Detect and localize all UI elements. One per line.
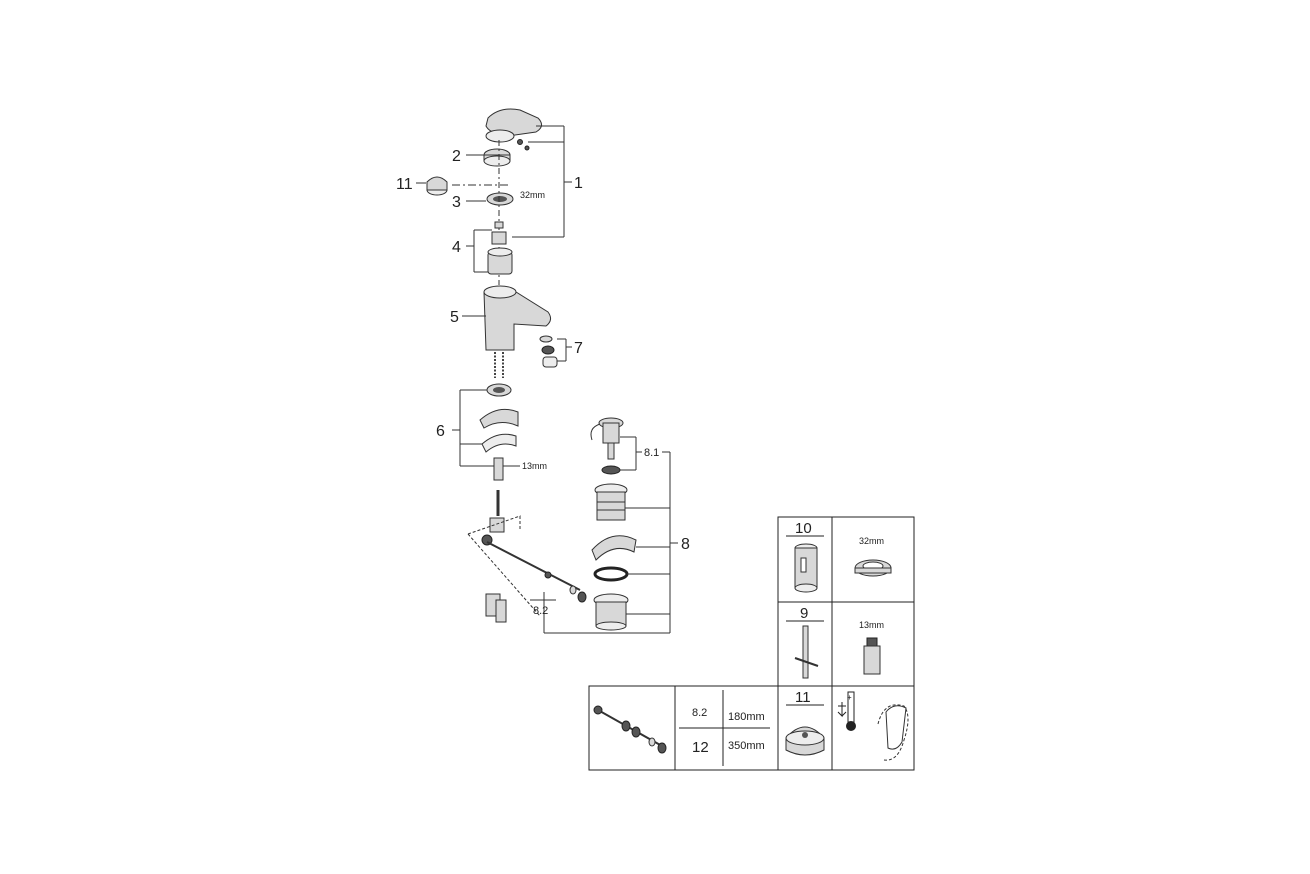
faucet-body [478,285,552,351]
nut-illustration [863,637,881,675]
thermometer-icon: + [837,691,856,731]
tool-9-illustration [794,625,819,679]
popup-rod-illustration [593,705,667,754]
table-cell-9: 9 [800,605,808,622]
lever-handle [485,108,542,151]
callout-3: 3 [452,194,461,211]
callout-2: 2 [452,148,461,165]
tool-10-illustration [794,543,818,593]
callout-6: 6 [436,423,445,440]
drain-plug [590,417,624,475]
callout-7: 7 [574,340,583,357]
adapter-ring [486,192,514,206]
table-label-8-2: 8.2 [692,707,707,719]
table-label-12: 12 [692,739,709,756]
tool-11-small [426,176,448,196]
dim-32mm: 32mm [520,190,545,200]
cartridge [487,221,513,275]
table-dim-32mm: 32mm [859,536,884,546]
aerator [539,335,558,368]
adapter-ring-illustration [854,559,892,577]
table-cell-11: 11 [795,689,811,706]
tool-11-illustration [785,726,825,756]
callout-1: 1 [574,175,583,192]
table-cell-10: 10 [795,520,812,537]
dim-13mm: 13mm [522,461,547,471]
callout-8: 8 [681,536,690,553]
drain-body [591,483,637,631]
table-length-180mm: 180mm [728,711,765,723]
handle-direction-icon [877,704,909,761]
callout-4: 4 [452,239,461,256]
mounting-set [479,383,519,516]
cap-ring [483,148,511,167]
svg-text:+: + [847,693,852,702]
callout-11: 11 [396,176,413,193]
table-dim-13mm: 13mm [859,620,884,630]
table-length-350mm: 350mm [728,740,765,752]
callout-5: 5 [450,309,459,326]
callout-8-2: 8.2 [533,605,548,617]
leader-lines [416,125,678,634]
popup-rod [481,517,587,623]
callout-8-1: 8.1 [644,447,659,459]
parts-table [588,516,915,771]
